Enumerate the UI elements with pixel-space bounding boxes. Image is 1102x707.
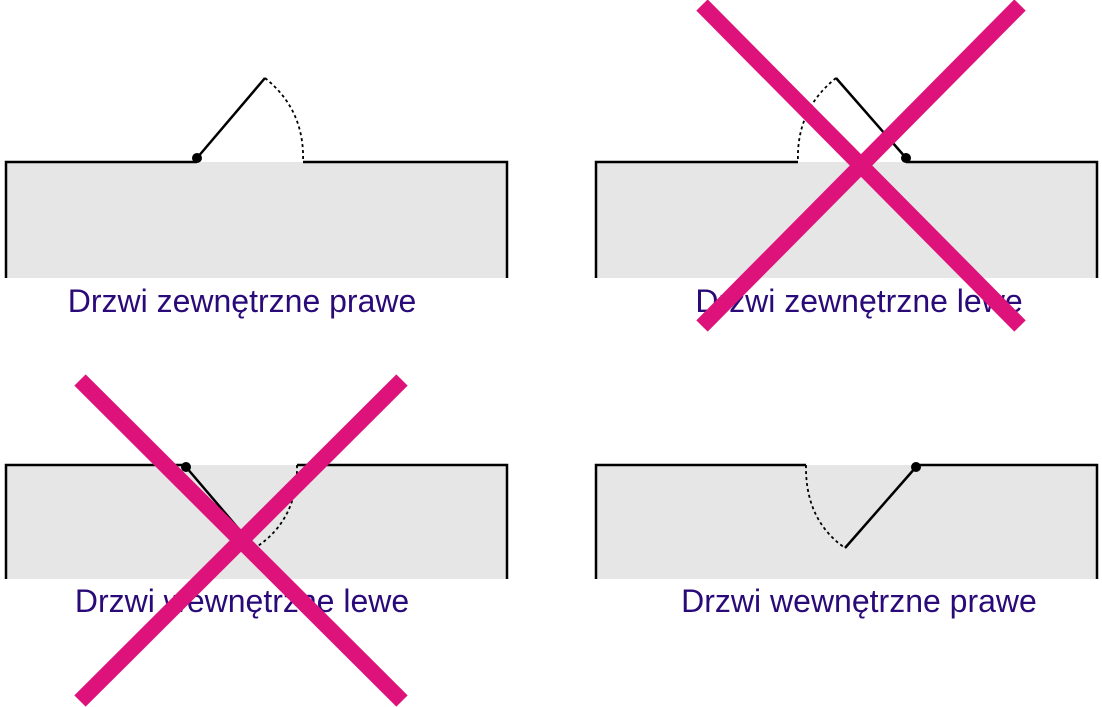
- wall-section: [6, 162, 507, 278]
- wall-outline: [594, 160, 1099, 278]
- panel-inside-left: Drzwi wewnętrzne lewe: [4, 374, 509, 707]
- cross-out-mark: [696, 0, 1026, 332]
- wall-outline: [4, 160, 509, 278]
- panel-label: Drzwi wewnętrzne prawe: [681, 583, 1037, 619]
- panel-label: Drzwi zewnętrzne prawe: [68, 283, 417, 319]
- door-swing-arc: [254, 464, 298, 549]
- cross-out-mark: [74, 374, 408, 707]
- panel-outside-right: Drzwi zewnętrzne prawe: [4, 77, 509, 319]
- cross-stroke: [696, 0, 1026, 332]
- wall-outline: [4, 463, 509, 579]
- wall-section: [596, 465, 1097, 579]
- door-swing-arc: [264, 77, 304, 163]
- door-leaf: [196, 77, 266, 159]
- panel-label: Drzwi wewnętrzne lewe: [75, 583, 409, 619]
- hinge-dot: [911, 462, 921, 472]
- door-swing-arc: [797, 77, 837, 163]
- door-leaf: [835, 77, 907, 159]
- panel-label: Drzwi zewnętrzne lewe: [695, 283, 1022, 319]
- wall-outline: [594, 463, 1099, 579]
- hinge-dot: [901, 153, 911, 163]
- hinge-dot: [192, 153, 202, 163]
- hinge-dot: [181, 462, 191, 472]
- panel-outside-left: Drzwi zewnętrzne lewe: [594, 0, 1099, 332]
- door-leaf: [844, 466, 917, 549]
- door-swing-arc: [805, 464, 846, 549]
- cross-stroke: [74, 374, 408, 707]
- panel-inside-right: Drzwi wewnętrzne prawe: [594, 462, 1099, 619]
